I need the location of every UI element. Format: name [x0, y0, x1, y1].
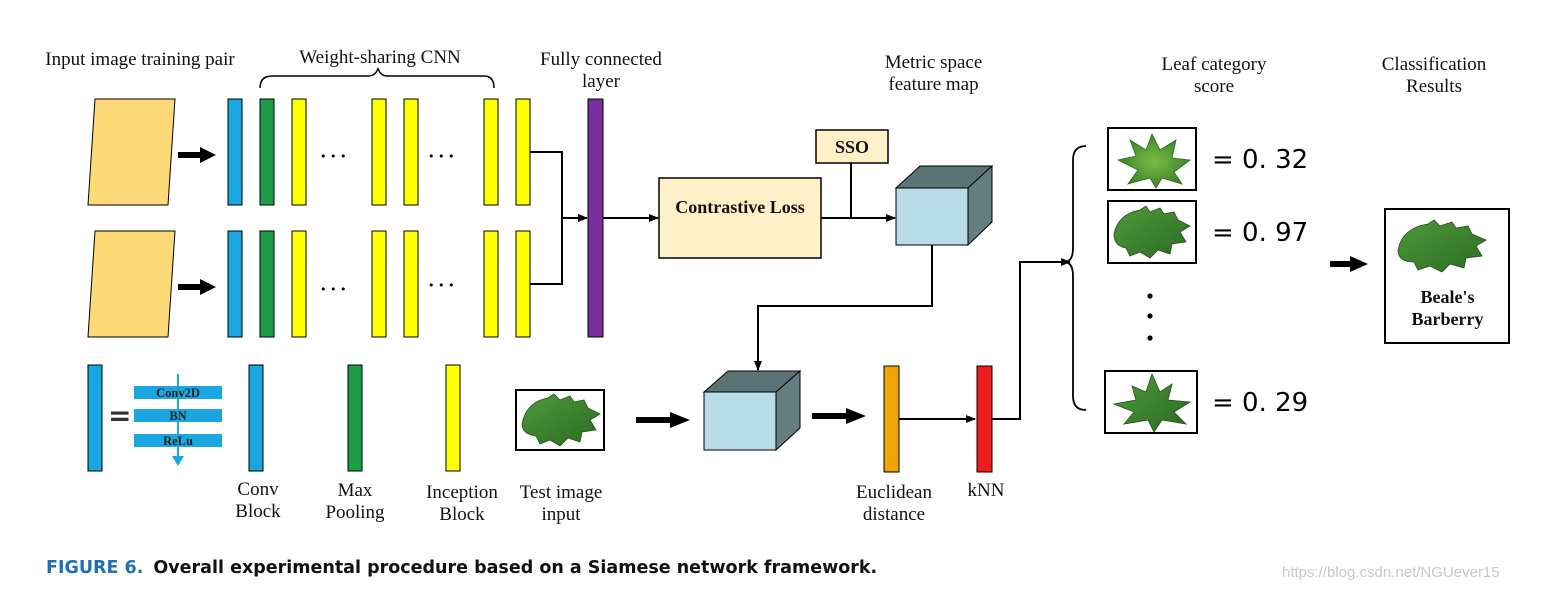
- score-value-1: = 0. 32: [1212, 145, 1308, 175]
- score-value-2: = 0. 97: [1212, 218, 1308, 248]
- max-pooling-top: [259, 98, 275, 206]
- inception-block-bottom-3: [403, 230, 419, 338]
- legend-relu-layer: [134, 434, 222, 447]
- legend-conv2d-layer: [134, 386, 222, 399]
- fully-connected-layer: [587, 98, 604, 338]
- knn-label: kNN: [967, 480, 1005, 501]
- legend-max-pooling-sample: [347, 364, 363, 472]
- inception-block-top-2: [371, 98, 387, 206]
- sso-label: SSO: [834, 137, 870, 157]
- euclidean-distance-label: Euclidean distance: [856, 482, 932, 525]
- cube-to-euclidean-arrow: [812, 408, 866, 424]
- legend-flow-arrowhead: [172, 456, 184, 466]
- max-pooling-bottom: [259, 230, 275, 338]
- vertical-dot-3: [1147, 335, 1153, 341]
- contrastive-loss-label: Contrastive Loss: [675, 197, 805, 217]
- inception-block-top-4: [483, 98, 499, 206]
- conv-block-label: Conv Block: [235, 479, 281, 522]
- metric-space-label: Metric space feature map: [884, 52, 983, 95]
- legend-conv-block-sample: [248, 364, 264, 472]
- ellipsis-bottom-1: • • •: [320, 283, 346, 296]
- figure-caption: FIGURE 6. Overall experimental procedure …: [46, 558, 877, 578]
- score-value-3: = 0. 29: [1212, 388, 1308, 418]
- sso-box: [815, 129, 889, 164]
- holly-leaf-image-2: [1113, 205, 1191, 259]
- leaf-image-3: [1112, 372, 1192, 433]
- inception-block-bottom-4: [483, 230, 499, 338]
- ellipsis-bottom-2: • • •: [428, 279, 454, 292]
- result-class-label: Beale's Barberry: [1411, 287, 1484, 329]
- cube-to-cube-line: [754, 245, 933, 371]
- inception-block-bottom-5: [515, 230, 531, 338]
- legend-bn-layer: [134, 409, 222, 422]
- figure-caption-text: Overall experimental procedure based on …: [153, 558, 878, 578]
- metric-space-cube: [894, 164, 994, 247]
- knn-bar: [976, 365, 993, 473]
- legend-equals-sign: =: [108, 399, 131, 432]
- result-holly-leaf-image: [1397, 219, 1487, 273]
- weight-sharing-label: Weight-sharing CNN: [299, 47, 461, 68]
- inception-block-bottom-2: [371, 230, 387, 338]
- test-image-arrow: [636, 412, 690, 428]
- legend-relu-label: ReLu: [163, 434, 193, 448]
- inception-block-top-3: [403, 98, 419, 206]
- input-arrow-bottom: [178, 279, 216, 295]
- euclidean-distance-bar: [883, 365, 900, 473]
- maple-leaf-image-1: [1116, 133, 1192, 189]
- vertical-dot-2: [1147, 313, 1153, 319]
- vertical-dot-1: [1147, 293, 1153, 299]
- conv-block-bottom: [227, 230, 243, 338]
- weight-sharing-brace: [259, 67, 495, 89]
- leaf-score-label: Leaf category score: [1161, 54, 1267, 97]
- legend-conv2d-label: Conv2D: [156, 386, 200, 400]
- inception-block-label: Inception Block: [426, 482, 498, 525]
- conv-block-top: [227, 98, 243, 206]
- ellipsis-top-2: • • •: [428, 150, 454, 163]
- legend-inception-block-sample: [445, 364, 461, 472]
- scores-to-result-arrow: [1330, 256, 1368, 272]
- classification-label: Classification Results: [1381, 54, 1487, 97]
- contrastive-loss-box: [658, 177, 822, 259]
- legend-conv-block: [87, 364, 103, 472]
- inception-block-top-1: [291, 98, 307, 206]
- merge-line-bottom: [530, 218, 563, 285]
- ellipsis-top-1: • • •: [320, 150, 346, 163]
- test-image-label: Test image input: [519, 482, 603, 525]
- legend-bn-label: BN: [169, 409, 186, 423]
- watermark: https://blog.csdn.net/NGUever15: [1282, 564, 1500, 581]
- max-pooling-label: Max Pooling: [325, 480, 385, 523]
- fully-connected-label: Fully connected layer: [540, 49, 662, 92]
- test-holly-leaf-image: [521, 393, 601, 447]
- merge-line-top: [530, 151, 563, 218]
- input-image-top: [87, 98, 176, 206]
- inception-block-top-5: [515, 98, 531, 206]
- input-arrow-top: [178, 147, 216, 163]
- input-pair-label: Input image training pair: [45, 49, 235, 70]
- scores-brace: [1063, 145, 1087, 411]
- test-feature-cube: [702, 369, 802, 452]
- inception-block-bottom-1: [291, 230, 307, 338]
- knn-to-scores-line: [992, 258, 1071, 420]
- figure-number: FIGURE 6.: [46, 558, 144, 578]
- input-image-bottom: [87, 230, 176, 338]
